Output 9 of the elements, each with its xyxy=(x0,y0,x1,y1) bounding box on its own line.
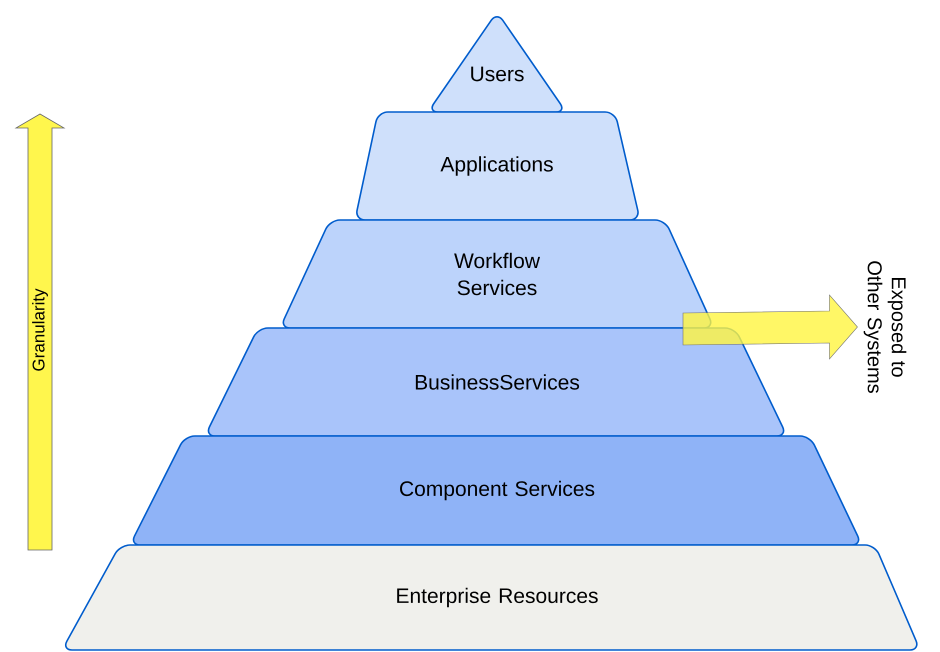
pyramid-layer: Users xyxy=(431,16,563,113)
pyramid-layer: BusinessServices xyxy=(208,327,784,437)
pyramid-layer: Workflow Services xyxy=(282,219,712,329)
arrow xyxy=(682,294,858,360)
pyramid-layer: Applications xyxy=(356,111,639,221)
pyramid-layer: Component Services xyxy=(132,435,860,546)
axis-label: Granularity xyxy=(32,288,48,371)
side-note: Exposed to Other Systems xyxy=(864,261,906,393)
pyramid-layer: Enterprise Resources xyxy=(64,544,918,651)
